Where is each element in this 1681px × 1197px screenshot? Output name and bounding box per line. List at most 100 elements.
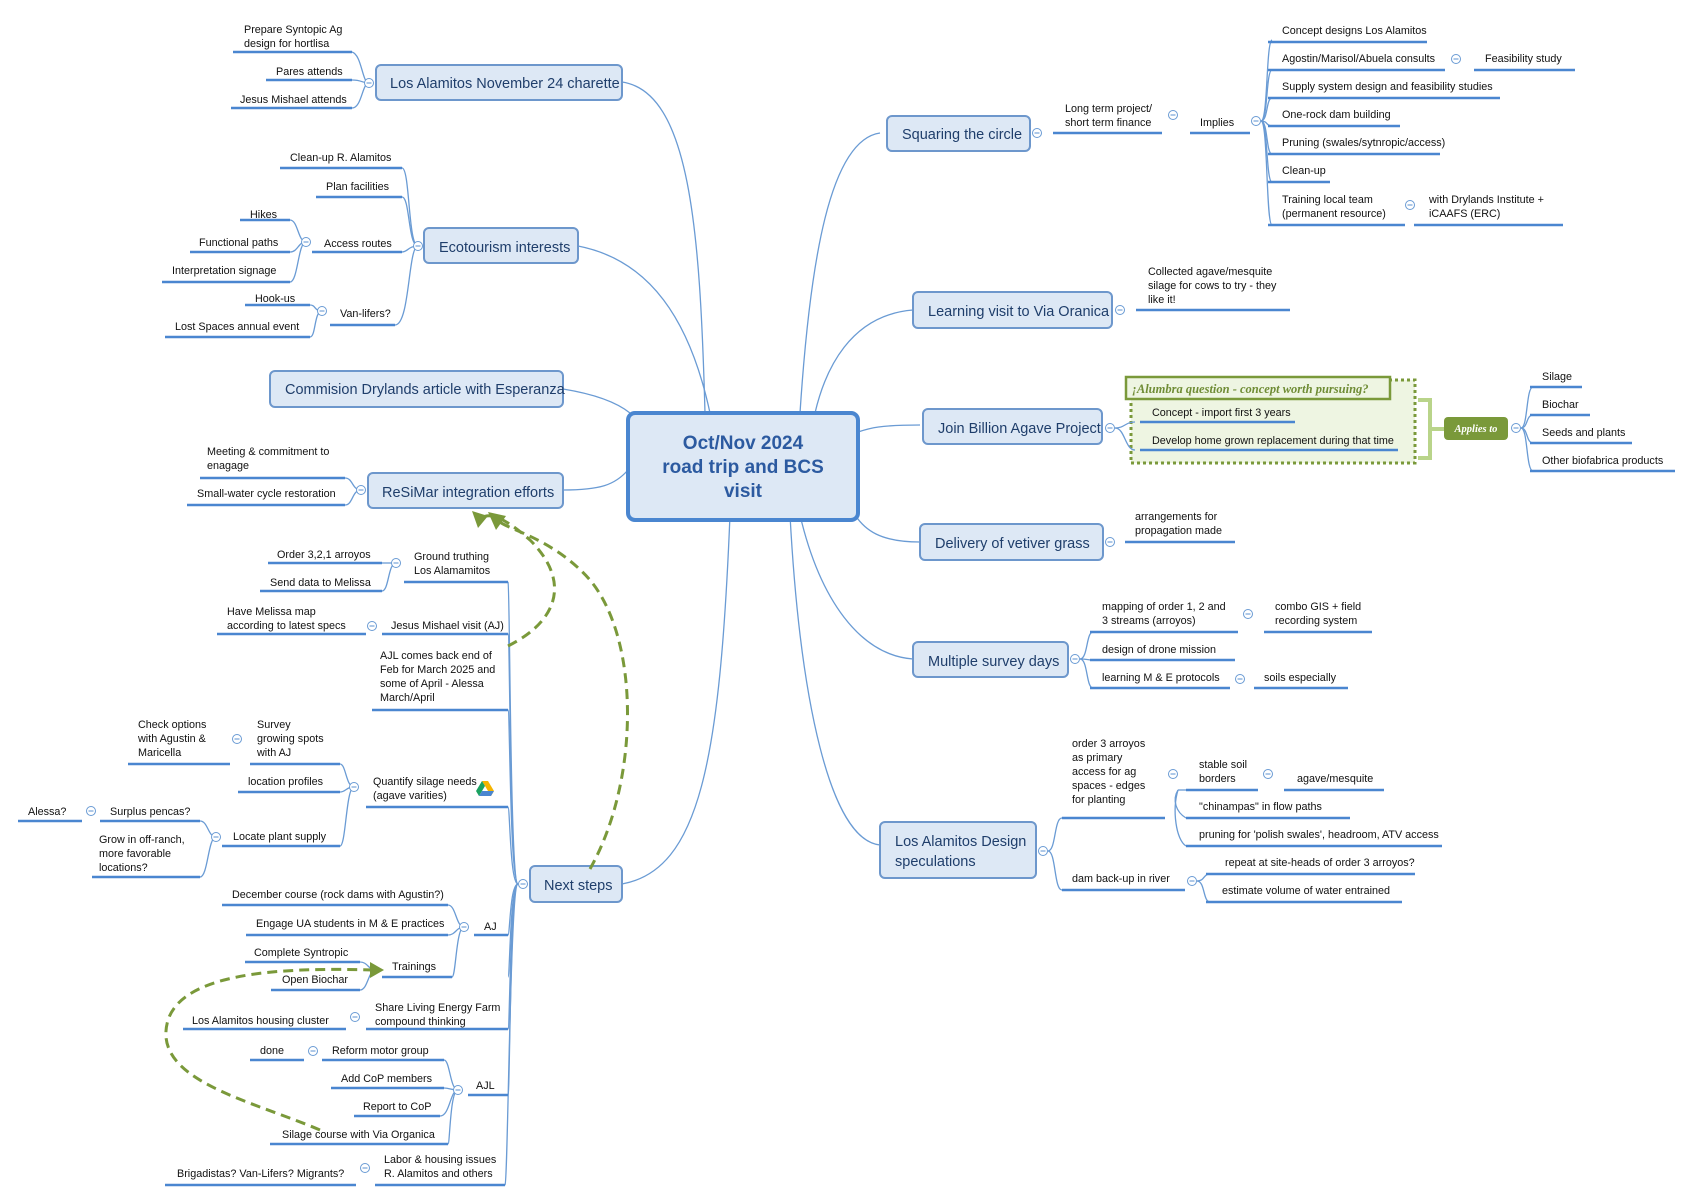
svg-text:Send data to Melissa: Send data to Melissa bbox=[270, 577, 371, 589]
svg-text:repeat at site-heads of order: repeat at site-heads of order 3 arroyos? bbox=[1225, 857, 1415, 869]
svg-text:Hikes: Hikes bbox=[250, 209, 278, 221]
svg-text:design of drone mission: design of drone mission bbox=[1102, 644, 1216, 656]
svg-text:Feasibility study: Feasibility study bbox=[1485, 53, 1562, 65]
charette-subtree: Prepare Syntopic Ag design for hortlisa … bbox=[231, 24, 374, 110]
svg-text:Check options: Check options bbox=[138, 719, 207, 731]
svg-text:(permanent resource): (permanent resource) bbox=[1282, 208, 1386, 220]
svg-text:Silage course with Via Organic: Silage course with Via Organica bbox=[282, 1129, 435, 1141]
svg-text:Complete Syntropic: Complete Syntropic bbox=[254, 947, 349, 959]
ecotourism-vanlifers: Van-lifers? bbox=[340, 308, 391, 320]
svg-text:Los Alamitos Design: Los Alamitos Design bbox=[895, 834, 1026, 850]
topic-commision-drylands[interactable]: Commision Drylands article with Esperanz… bbox=[269, 370, 566, 408]
svg-text:Long term project/: Long term project/ bbox=[1065, 103, 1152, 115]
svg-text:Labor & housing issues: Labor & housing issues bbox=[384, 1154, 497, 1166]
svg-text:iCAAFS (ERC): iCAAFS (ERC) bbox=[1429, 208, 1500, 220]
svg-text:Concept designs Los Alamitos: Concept designs Los Alamitos bbox=[1282, 25, 1427, 37]
svg-text:Squaring the circle: Squaring the circle bbox=[902, 127, 1022, 143]
trainings: Trainings bbox=[392, 961, 437, 973]
squaring-subtree: Long term project/ short term finance Im… bbox=[1032, 25, 1575, 227]
svg-text:mapping of order 1, 2 and: mapping of order 1, 2 and bbox=[1102, 601, 1226, 613]
topic-learning-visit[interactable]: Learning visit to Via Oranica bbox=[912, 291, 1113, 329]
central-title-line-1: Oct/Nov 2024 bbox=[683, 433, 804, 454]
svg-text:March/April: March/April bbox=[380, 692, 435, 704]
topic-next-steps[interactable]: Next steps bbox=[529, 865, 623, 903]
arrow-head-2 bbox=[488, 512, 506, 530]
svg-text:estimate volume of water entra: estimate volume of water entrained bbox=[1222, 885, 1390, 897]
svg-text:borders: borders bbox=[1199, 773, 1236, 785]
topic-billion-agave[interactable]: Join Billion Agave Project bbox=[922, 408, 1103, 445]
svg-text:Ecotourism interests: Ecotourism interests bbox=[439, 240, 570, 256]
summary-brace bbox=[1418, 398, 1444, 460]
svg-text:Survey: Survey bbox=[257, 719, 291, 731]
svg-text:AJL comes back end of: AJL comes back end of bbox=[380, 650, 493, 662]
learning-subtree: Collected agave/mesquite silage for cows… bbox=[1115, 266, 1290, 315]
topic-los-alamitos-charette[interactable]: Los Alamitos November 24 charette bbox=[375, 64, 623, 101]
svg-text:Applies to: Applies to bbox=[1454, 424, 1498, 435]
ecotourism-subtree: Clean-up R. Alamitos Plan facilities Acc… bbox=[162, 152, 423, 339]
billion-subtree: ¡Alumbra question - concept worth pursui… bbox=[1105, 371, 1675, 473]
topic-resimar[interactable]: ReSiMar integration efforts bbox=[367, 472, 564, 509]
svg-text:Share Living Energy Farm: Share Living Energy Farm bbox=[375, 1002, 500, 1014]
svg-text:Commision Drylands article wit: Commision Drylands article with Esperanz… bbox=[285, 382, 566, 398]
svg-text:Maricella: Maricella bbox=[138, 747, 181, 759]
svg-text:more favorable: more favorable bbox=[99, 848, 171, 860]
svg-text:AJ: AJ bbox=[484, 921, 497, 933]
topic-ecotourism[interactable]: Ecotourism interests bbox=[423, 227, 579, 264]
google-drive-icon[interactable] bbox=[476, 781, 494, 796]
svg-text:design for hortlisa: design for hortlisa bbox=[244, 38, 329, 50]
svg-text:Develop home grown replacement: Develop home grown replacement during th… bbox=[1152, 435, 1394, 447]
central-topic[interactable]: Oct/Nov 2024 road trip and BCS visit bbox=[626, 411, 860, 522]
svg-text:for planting: for planting bbox=[1072, 794, 1125, 806]
svg-text:Ground truthing: Ground truthing bbox=[414, 551, 489, 563]
topic-survey-days[interactable]: Multiple survey days bbox=[912, 641, 1069, 678]
topic-vetiver[interactable]: Delivery of vetiver grass bbox=[919, 523, 1104, 561]
svg-text:Pruning (swales/sytnropic/acce: Pruning (swales/sytnropic/access) bbox=[1282, 137, 1445, 149]
svg-text:with AJ: with AJ bbox=[256, 747, 291, 759]
svg-text:Add CoP members: Add CoP members bbox=[341, 1073, 433, 1085]
svg-text:Los Alamitos housing cluster: Los Alamitos housing cluster bbox=[192, 1015, 329, 1027]
applies-to-label[interactable] bbox=[1444, 417, 1508, 440]
svg-text:Agostin/Marisol/Abuela consult: Agostin/Marisol/Abuela consults bbox=[1282, 53, 1436, 65]
svg-text:some of April - Alessa: some of April - Alessa bbox=[380, 678, 484, 690]
svg-text:done: done bbox=[260, 1045, 284, 1057]
svg-text:Small-water cycle restoration: Small-water cycle restoration bbox=[197, 488, 336, 500]
svg-text:with Agustin &: with Agustin & bbox=[137, 733, 207, 745]
svg-text:Los Alamitos November 24 chare: Los Alamitos November 24 charette bbox=[390, 76, 620, 92]
svg-text:Join Billion Agave Project: Join Billion Agave Project bbox=[938, 421, 1101, 437]
arrow-head-1 bbox=[472, 511, 488, 528]
svg-text:pruning for 'polish swales', h: pruning for 'polish swales', headroom, A… bbox=[1199, 829, 1439, 841]
svg-text:recording system: recording system bbox=[1275, 615, 1357, 627]
svg-text:order 3 arroyos: order 3 arroyos bbox=[1072, 738, 1146, 750]
charette-prepare: Prepare Syntopic Ag bbox=[244, 24, 342, 36]
svg-text:stable soil: stable soil bbox=[1199, 759, 1247, 771]
svg-text:Order 3,2,1 arroyos: Order 3,2,1 arroyos bbox=[277, 549, 371, 561]
svg-text:Clean-up R. Alamitos: Clean-up R. Alamitos bbox=[290, 152, 392, 164]
svg-text:R. Alamitos and others: R. Alamitos and others bbox=[384, 1168, 493, 1180]
svg-text:Next steps: Next steps bbox=[544, 878, 613, 894]
svg-text:Report to CoP: Report to CoP bbox=[363, 1101, 431, 1113]
svg-text:spaces - edges: spaces - edges bbox=[1072, 780, 1146, 792]
relationship-arrows bbox=[164, 511, 629, 1132]
topic-squaring-the-circle[interactable]: Squaring the circle bbox=[886, 115, 1031, 152]
svg-text:Surplus pencas?: Surplus pencas? bbox=[110, 806, 190, 818]
svg-text:December course (rock dams wit: December course (rock dams with Agustin?… bbox=[232, 889, 444, 901]
vetiver-subtree: arrangements for propagation made bbox=[1105, 511, 1235, 547]
svg-text:Supply system design and feasi: Supply system design and feasibility stu… bbox=[1282, 81, 1493, 93]
svg-text:Have Melissa map: Have Melissa map bbox=[227, 606, 316, 618]
svg-text:Implies: Implies bbox=[1200, 117, 1235, 129]
svg-text:Los Alamamitos: Los Alamamitos bbox=[414, 565, 491, 577]
svg-text:Lost Spaces annual event: Lost Spaces annual event bbox=[175, 321, 299, 333]
svg-text:short term finance: short term finance bbox=[1065, 117, 1151, 129]
svg-text:arrangements for: arrangements for bbox=[1135, 511, 1218, 523]
resimar-subtree: Meeting & commitment to enagage Small-wa… bbox=[187, 446, 366, 507]
svg-text:enagage: enagage bbox=[207, 460, 249, 472]
svg-text:Meeting & commitment to: Meeting & commitment to bbox=[207, 446, 329, 458]
svg-text:¡Alumbra question - concept wo: ¡Alumbra question - concept worth pursui… bbox=[1132, 382, 1369, 396]
svg-text:Locate plant supply: Locate plant supply bbox=[233, 831, 327, 843]
svg-text:Grow in off-ranch,: Grow in off-ranch, bbox=[99, 834, 185, 846]
topic-design-speculations[interactable]: Los Alamitos Design speculations bbox=[879, 821, 1037, 879]
svg-text:3 streams (arroyos): 3 streams (arroyos) bbox=[1102, 615, 1196, 627]
ecotourism-access-routes: Access routes bbox=[324, 238, 392, 250]
svg-text:Jesus Mishael visit (AJ): Jesus Mishael visit (AJ) bbox=[391, 620, 504, 632]
